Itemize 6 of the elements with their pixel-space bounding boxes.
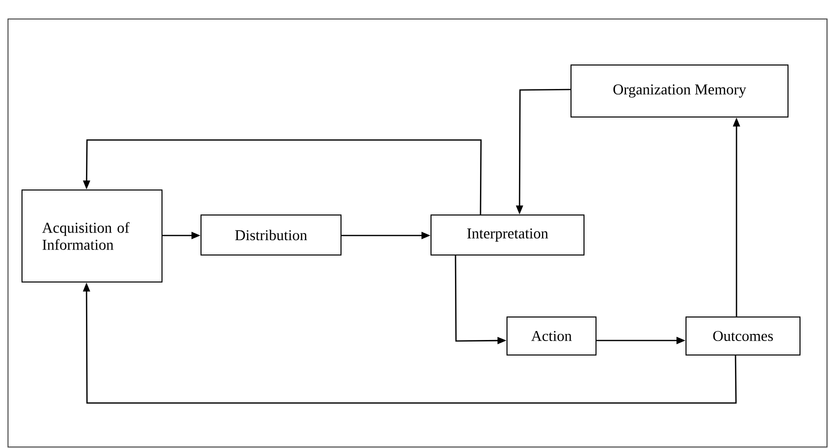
process-box: Organization Memory <box>570 64 788 118</box>
process-box: Distribution <box>200 214 342 256</box>
process-box: Outcomes <box>686 316 800 356</box>
process-box: Interpretation <box>430 214 584 256</box>
process-box: Action <box>506 316 596 356</box>
process-box: Acquisition of Information <box>22 190 162 282</box>
